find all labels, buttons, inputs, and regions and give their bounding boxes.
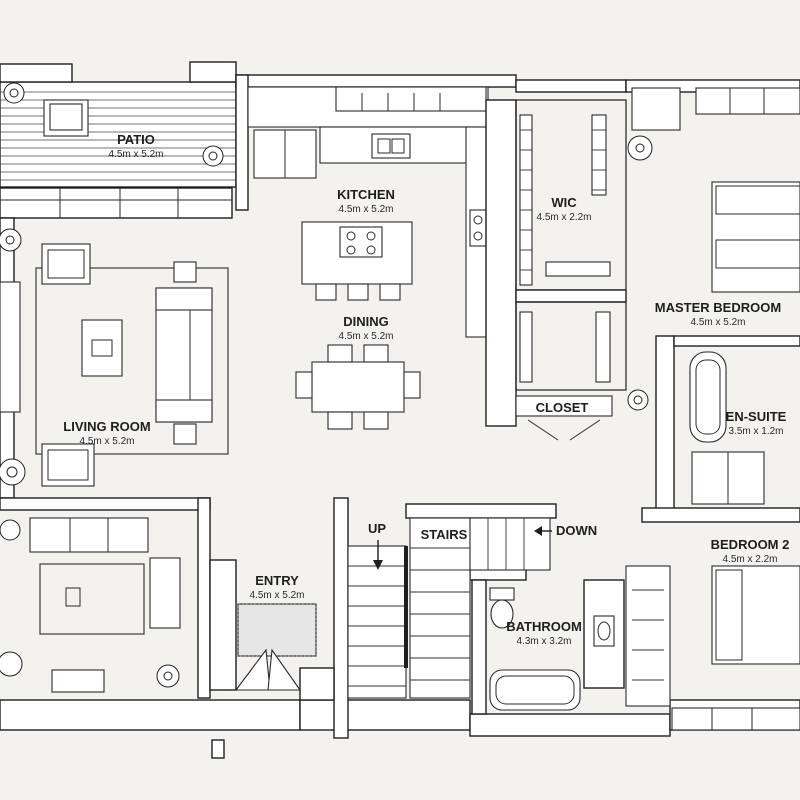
patio-sliding-door xyxy=(0,187,233,219)
refrigerator xyxy=(253,129,317,179)
wardrobe xyxy=(625,565,671,707)
closet-area xyxy=(515,301,627,441)
room-size-bedroom-2: 4.5m x 2.2m xyxy=(722,554,777,565)
plant-icon xyxy=(0,519,23,677)
arrow-down-icon xyxy=(373,540,383,570)
room-size-bathroom: 4.3m x 3.2m xyxy=(516,636,571,647)
patio-lounge-chair xyxy=(43,99,89,137)
room-name-kitchen: KITCHEN xyxy=(337,187,395,202)
kitchen-counter-back xyxy=(247,86,489,128)
bar-stools xyxy=(315,283,401,301)
en-suite-walls xyxy=(641,335,800,523)
toilet xyxy=(489,587,515,629)
room-name-patio: PATIO xyxy=(117,132,155,147)
room-name-bedroom-2: BEDROOM 2 xyxy=(711,537,790,552)
stairs-treads xyxy=(347,517,551,699)
room-size-en-suite: 3.5m x 1.2m xyxy=(728,426,783,437)
entry-mat xyxy=(237,603,317,657)
plant-icon xyxy=(0,228,22,252)
plant-icon xyxy=(627,135,653,161)
room-name-bathroom: BATHROOM xyxy=(506,619,582,634)
plant-icon xyxy=(156,664,180,688)
arrow-left-icon xyxy=(534,526,552,536)
wic-shelving xyxy=(519,114,611,286)
bathtub xyxy=(689,351,727,443)
kitchen-side-counter xyxy=(319,126,471,164)
patio-deck xyxy=(0,61,237,188)
front-lounge-sofa xyxy=(29,517,149,553)
room-name-wic: WIC xyxy=(551,195,577,210)
living-room-rug xyxy=(35,267,229,455)
kitchen-island xyxy=(301,221,413,285)
bathtub xyxy=(489,669,581,711)
vanity-sink xyxy=(593,615,615,647)
room-size-master-bedroom: 4.5m x 5.2m xyxy=(690,317,745,328)
entry-double-door xyxy=(234,648,302,691)
plant-icon xyxy=(0,458,26,486)
room-size-dining: 4.5m x 5.2m xyxy=(338,331,393,342)
wic-walls xyxy=(485,99,627,427)
entry-step xyxy=(211,739,225,759)
front-lounge-chair xyxy=(149,557,181,629)
sofa xyxy=(155,287,213,423)
coffee-table xyxy=(81,319,123,377)
room-name-living-room: LIVING ROOM xyxy=(63,419,150,434)
room-name-dining: DINING xyxy=(343,314,389,329)
front-lounge-rug xyxy=(39,563,145,635)
bed xyxy=(711,565,800,665)
room-name-master-bedroom: MASTER BEDROOM xyxy=(655,300,781,315)
armchair xyxy=(41,443,95,487)
dining-table xyxy=(311,361,405,413)
stairs-down-label: DOWN xyxy=(556,523,597,538)
shower xyxy=(691,451,765,505)
side-table xyxy=(173,261,197,445)
room-size-patio: 4.5m x 5.2m xyxy=(108,149,163,160)
exterior-walls xyxy=(0,74,800,737)
bed xyxy=(711,181,800,293)
master-bedroom-windows xyxy=(631,87,800,131)
stairs-up-label: UP xyxy=(368,521,386,536)
plant-icon xyxy=(3,82,25,104)
dining-chairs xyxy=(295,344,421,430)
plant-icon xyxy=(202,145,224,167)
plant-icon xyxy=(627,389,649,411)
entry-walls xyxy=(209,559,335,701)
bench xyxy=(51,669,105,693)
room-name-stairs: STAIRS xyxy=(421,527,468,542)
room-name-closet: CLOSET xyxy=(536,400,589,415)
room-size-kitchen: 4.5m x 5.2m xyxy=(338,204,393,215)
room-size-entry: 4.5m x 5.2m xyxy=(249,590,304,601)
room-name-en-suite: EN-SUITE xyxy=(726,409,787,424)
tv-console xyxy=(0,281,21,413)
bedroom-2-window xyxy=(671,707,800,731)
room-name-entry: ENTRY xyxy=(255,573,299,588)
armchair xyxy=(41,243,91,285)
room-size-wic: 4.5m x 2.2m xyxy=(536,212,591,223)
room-size-living-room: 4.5m x 5.2m xyxy=(79,436,134,447)
